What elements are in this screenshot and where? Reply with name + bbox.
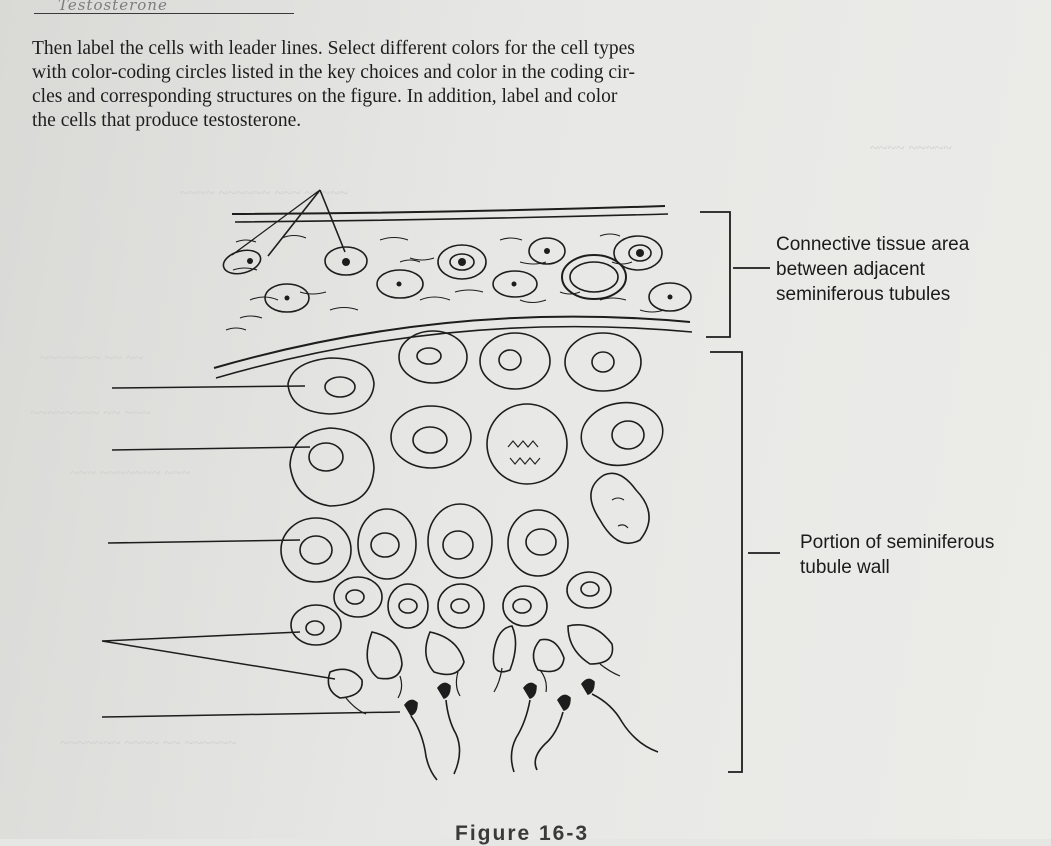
connective-tissue-border (234, 213, 669, 223)
name-blank-line (34, 13, 294, 14)
basement-membrane (213, 315, 691, 369)
capillary (561, 254, 627, 300)
tubule-wall-label: Portion of seminiferous tubule wall (800, 530, 994, 580)
label-line: seminiferous tubules (776, 284, 951, 305)
spermatid-tails (345, 663, 621, 715)
figure-caption: Figure 16-3 (455, 822, 590, 845)
basement-membrane (215, 325, 693, 379)
bracket-connective (700, 211, 731, 338)
connective-tissue-border (231, 205, 666, 215)
label-line: Portion of seminiferous (800, 532, 995, 553)
leader-line-5 (101, 711, 401, 718)
show-through-text: ~~~ ~~~~~~~ ~~~ (70, 465, 191, 482)
instructions-paragraph: Then label the cells with leader lines. … (32, 37, 832, 133)
secondary-spermatocytes (280, 503, 569, 583)
instruction-line: the cells that produce testosterone. (32, 110, 302, 131)
leader-line-2 (111, 446, 311, 451)
spermatozoa (404, 678, 659, 781)
interstitial-cells (222, 235, 692, 313)
primary-spermatocytes (289, 401, 664, 507)
label-line: Connective tissue area (776, 234, 970, 255)
connective-tissue-label: Connective tissue area between adjacent … (776, 232, 969, 307)
show-through-text: ~~~~~~~~ ~~ ~~~ (30, 405, 151, 422)
show-through-text: ~~~~ ~~~~~~ ~~~ ~~~~~ (180, 185, 348, 202)
handwritten-title: Testosterone (58, 0, 168, 14)
instruction-line: cles and corresponding structures on the… (32, 86, 618, 107)
interstitial-nuclei (247, 248, 673, 301)
spermatogonia (287, 330, 642, 415)
show-through-text: ~~~~~~~ ~~~~ ~~ ~~~~~~ (60, 735, 237, 752)
leader-line-1 (111, 385, 306, 389)
leader-line-4 (101, 631, 336, 680)
instruction-line: with color-coding circles listed in the … (32, 62, 635, 83)
label-line: between adjacent (776, 259, 925, 280)
leader-line-3 (107, 539, 301, 544)
label-line: tubule wall (800, 557, 890, 578)
instruction-line: Then label the cells with leader lines. … (32, 38, 635, 59)
leader-line-interstitial (267, 189, 346, 257)
early-spermatids (290, 571, 612, 646)
connective-fibers (225, 233, 665, 331)
show-through-text: ~~~~ ~~~~~ (870, 140, 952, 157)
bracket-tubule-wall (710, 351, 743, 773)
dividing-spermatocyte (590, 472, 650, 545)
show-through-text: ~~~~~~~ ~~ ~~ (40, 350, 144, 367)
late-spermatids (327, 624, 614, 699)
